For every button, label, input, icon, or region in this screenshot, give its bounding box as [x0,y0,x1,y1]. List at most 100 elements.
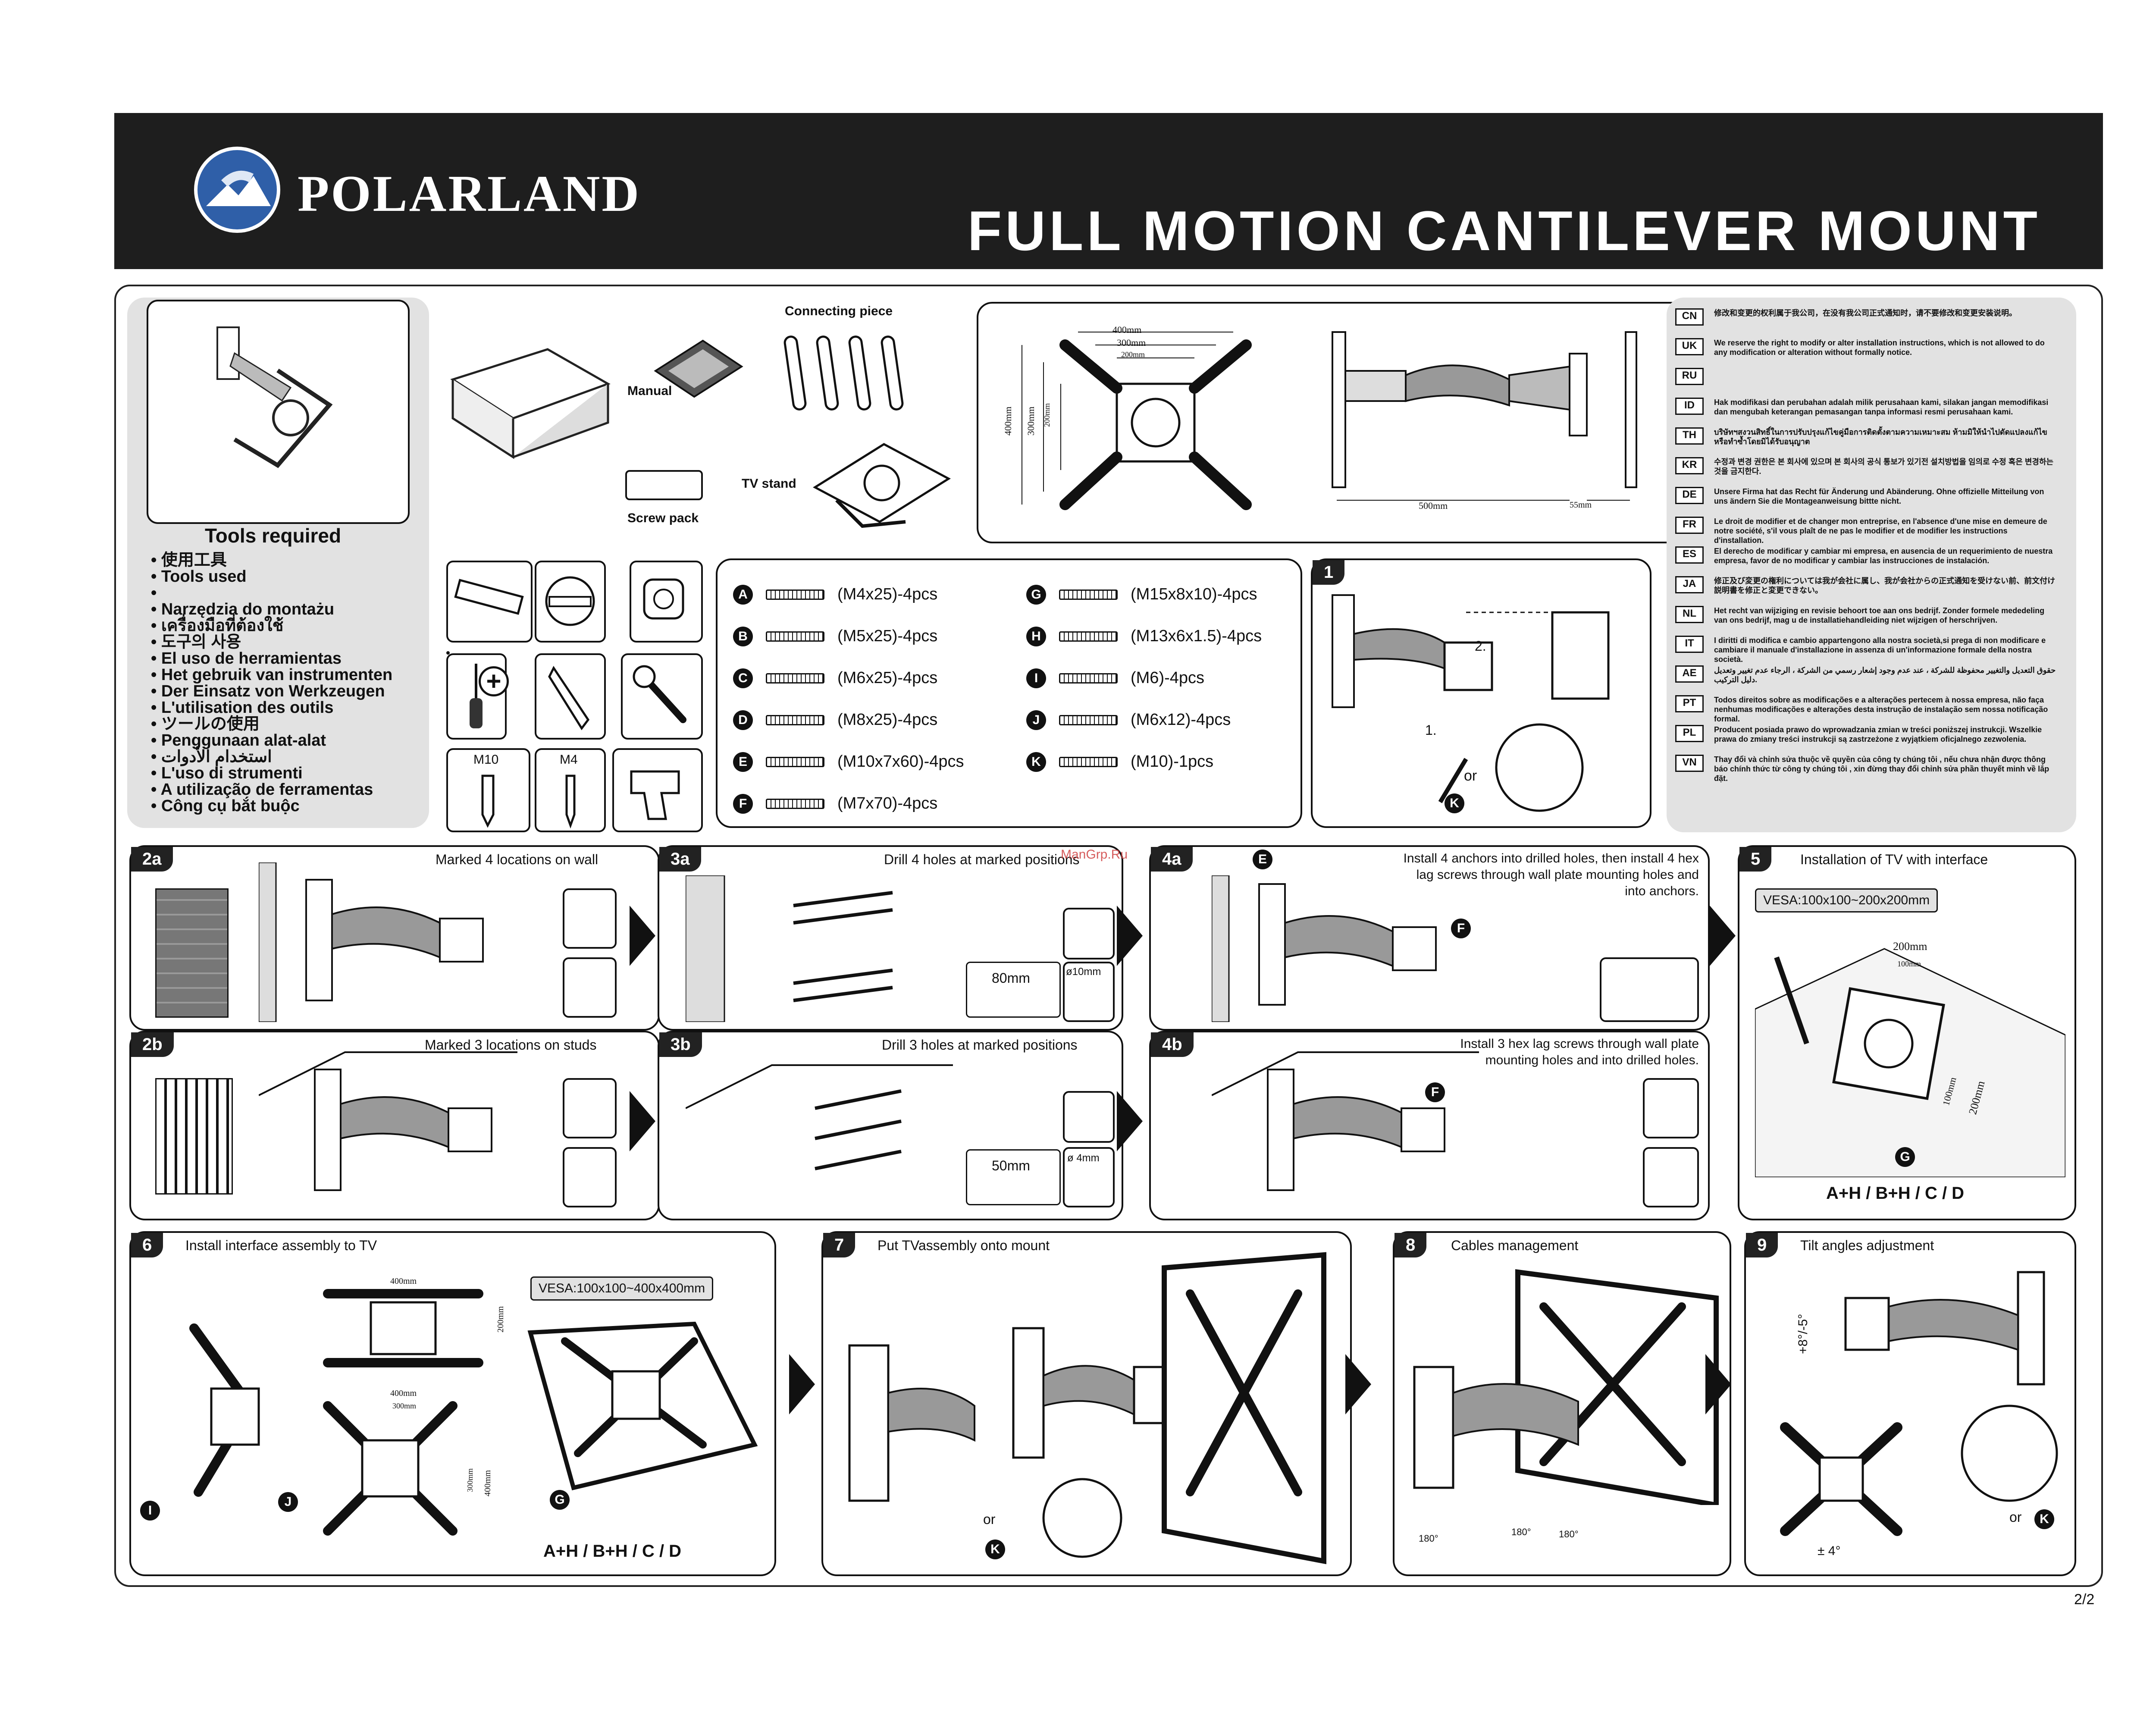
tool-item: • El uso de herramientas [151,649,342,668]
hardware-spec: (M10)-1pcs [1131,753,1214,771]
hardware-item: I(M6)-4pcs [1026,657,1294,699]
screw-icon [766,673,824,684]
brand-name: POLARLAND [298,165,641,222]
tape-measure-icon [630,561,703,643]
tool-item: • Het gebruik van instrumenten [151,666,393,684]
language-row: UK We reserve the right to modify or alte… [1675,338,2068,368]
hardware-spec: (M6)-4pcs [1131,669,1205,687]
step-3a-distance-box [966,962,1061,1018]
step-1-label-1: 1. [1425,722,1437,738]
front-view-drawing [1009,319,1302,526]
step-2a-tag: 2a [131,847,173,872]
drill-bit-m4-icon [535,748,606,832]
screw-icon [766,798,824,809]
hardware-item: F(M7x70)-4pcs [733,783,1000,825]
tools-list: • 使用工具 • Tools used • • Narzędzia do mon… [151,552,418,814]
tool-item: • 使用工具 [151,551,227,569]
step-4b-illustration [1212,1044,1479,1212]
hardware-letter-badge: F [733,793,753,814]
tool-item: • 도구의 사용 [151,633,241,651]
hardware-spec: (M6x25)-4pcs [837,669,938,687]
language-notice-text: Le droit de modifier et de changer mon e… [1714,517,2047,545]
hardware-item: B(M5x25)-4pcs [733,615,1000,657]
step-2b-title: Marked 3 locations on studs [425,1037,597,1053]
step-6-dim-300: 300mm [392,1402,417,1410]
tool-item: • L'uso di strumenti [151,764,303,782]
step-2b-tag: 2b [131,1032,174,1057]
hardware-letter-badge: B [733,626,753,646]
step-3b-bit-icon [1063,1147,1115,1207]
hardware-spec: (M13x6x1.5)-4pcs [1131,627,1262,645]
step-2b-pencil-icon [563,1078,617,1138]
tools-title: Tools required [205,524,342,547]
header-banner [114,113,2103,269]
language-row: RU [1675,368,2068,398]
step-2a-pencil-icon [563,888,617,949]
step-9-badge-k: K [2034,1509,2054,1529]
tool-item: • Công cụ bắt buộc [151,797,300,815]
screw-icon [766,715,824,725]
pencil-icon [535,653,606,740]
brick-wall-icon [155,888,229,1018]
studs-wall-icon [155,1078,233,1195]
phillips-icon: + [479,666,509,696]
language-notice-text: El derecho de modificar y cambiar mi emp… [1714,547,2053,565]
step-4a-tools-icon [1600,957,1699,1022]
language-code: PT [1675,695,1704,712]
hardware-spec: (M4x25)-4pcs [837,585,938,603]
step-4b-wrench-icon [1643,1078,1699,1138]
step-2a-title: Marked 4 locations on wall [436,852,599,867]
step-1-label-2: 2. [1475,638,1486,654]
step-3a-distance: 80mm [992,970,1030,986]
step-3b-drill-icon [1063,1091,1115,1143]
language-code: ID [1675,398,1704,415]
step-9-or: or [2009,1509,2022,1525]
tool-item: • ツールの使用 [151,715,260,733]
language-code: TH [1675,427,1704,445]
step-4a-illustration [1212,875,1479,1022]
language-code: NL [1675,606,1704,623]
step-3a-tag: 3a [659,847,701,872]
step-6-dim-h400: 400mm [483,1470,492,1496]
language-notice-text: 修正及び変更の権利については我が会社に属し、我が会社からの正式通知を受けない前、… [1714,577,2056,595]
language-notice-text: 수정과 변경 권한은 본 회사에 있으며 본 회사의 공식 통보가 있기전 설치… [1714,458,2054,476]
hardware-letter-badge: J [1026,710,1046,730]
hardware-letter-badge: H [1026,626,1046,646]
step-6-title: Install interface assembly to TV [185,1238,377,1253]
next-arrow-icon [1705,1354,1731,1414]
language-code: UK [1675,338,1704,355]
step-8-title: Cables management [1451,1238,1579,1253]
screw-icon [1059,756,1118,767]
m10-label: M10 [473,753,499,767]
language-code: DE [1675,487,1704,504]
language-code: VN [1675,755,1704,772]
step-3b-bit-size: ø 4mm [1067,1152,1100,1164]
language-notice-text: We reserve the right to modify or alter … [1714,339,2045,357]
step-4b-title: Install 3 hex lag screws through wall pl… [1460,1037,1699,1067]
dim-55mm: 55mm [1570,500,1592,510]
dim-h400mm: 400mm [1003,406,1013,436]
level-detail-icon [535,561,606,643]
tool-item: • استخدام الأدوات [151,748,272,766]
step-1-badge-k: K [1445,793,1464,813]
step-4b-panel [1149,1031,1710,1220]
step-9-tilt-angle: +8°/-5° [1796,1314,1810,1354]
step-8-angle-1: 180° [1419,1533,1438,1544]
tool-item: • Der Einsatz von Werkzeugen [151,682,385,700]
page-title: FULL MOTION CANTILEVER MOUNT [967,199,2041,262]
hardware-letter-badge: A [733,584,753,605]
step-3a-panel [658,845,1123,1031]
step-2b-level-icon [563,1147,617,1207]
step-6-tag: 6 [131,1233,163,1257]
next-arrow-icon [630,906,655,966]
hardware-letter-badge: K [1026,752,1046,772]
language-notice-text: Het recht van wijziging en revisie behoo… [1714,606,2045,624]
hardware-item: E(M10x7x60)-4pcs [733,741,1000,783]
step-8-illustration [1406,1264,1720,1505]
